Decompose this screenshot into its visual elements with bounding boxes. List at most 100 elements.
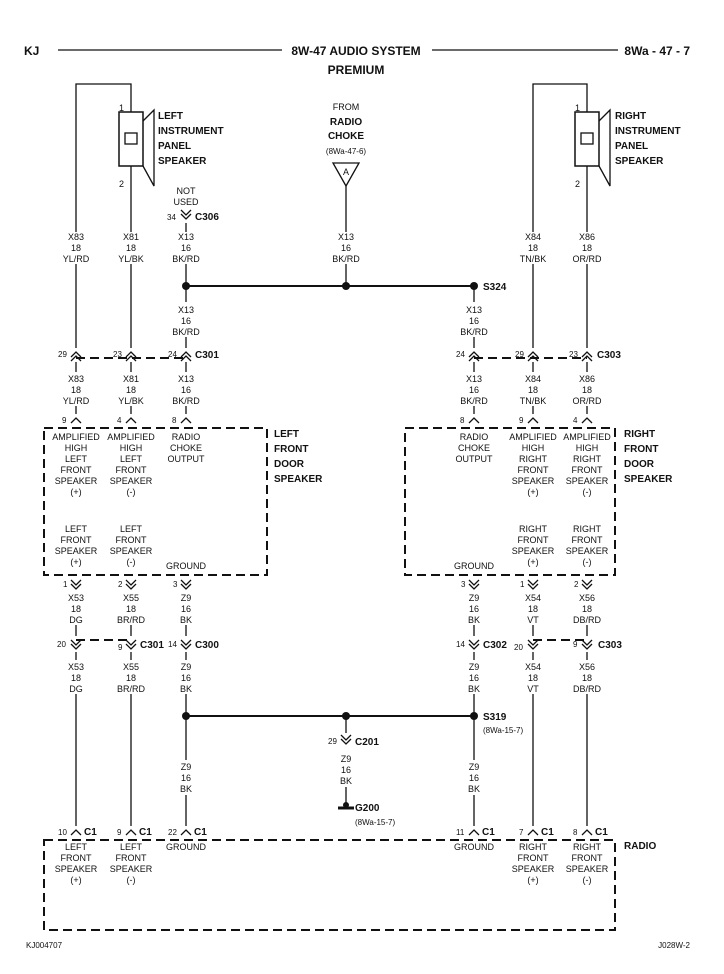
wire-x53-color: DG [69, 684, 83, 694]
right-ip-pin2: 2 [575, 179, 580, 189]
wire-x54-color: VT [527, 684, 539, 694]
wire-x81-id: X81 [123, 374, 139, 384]
pin-desc: SPEAKER [55, 476, 98, 486]
wire-x56-color: DB/RD [573, 684, 602, 694]
pin-desc: AMPLIFIED [52, 432, 100, 442]
pin-4: 4 [117, 416, 122, 425]
inline-connector-icon [527, 639, 539, 650]
pin-9: 9 [573, 640, 578, 649]
wire-z9-color: BK [468, 615, 480, 625]
pin-desc: (+) [527, 487, 538, 497]
wire-x13-color: BK/RD [172, 254, 200, 264]
pin-desc: AMPLIFIED [107, 432, 155, 442]
radio-box [43, 839, 616, 931]
pin-desc: SPEAKER [512, 476, 555, 486]
wire-x54-gauge: 18 [528, 604, 538, 614]
speaker-icon [142, 108, 155, 187]
wire-x83-id: X83 [68, 374, 84, 384]
wire-x81-color: YL/BK [118, 254, 144, 264]
pin-connector-icon [125, 829, 137, 836]
pin-desc: RIGHT [573, 454, 602, 464]
pin-desc: FRONT [518, 465, 549, 475]
pin-desc: RIGHT [519, 842, 548, 852]
c303-label: C303 [598, 640, 622, 651]
pin-desc: SPEAKER [512, 864, 555, 874]
wire-x83-id: X83 [68, 232, 84, 242]
wire-x83-gauge: 18 [71, 385, 81, 395]
pin-desc: SPEAKER [110, 546, 153, 556]
pin-desc: LEFT [120, 842, 143, 852]
wire-z9-gauge: 16 [469, 773, 479, 783]
inline-connector-icon [340, 734, 352, 745]
inline-connector-icon [125, 351, 137, 362]
page-title: 8W-47 AUDIO SYSTEM [291, 44, 420, 58]
s324-splice: S324 X13 16 BK/RD X13 16 BK/RD [172, 223, 507, 337]
pin-desc: FRONT [572, 853, 603, 863]
pin-20: 20 [514, 643, 523, 652]
wire-x13-color: BK/RD [460, 396, 488, 406]
lower-connectors: 20 9 C301 14 C300 14 C302 20 9 C303 [57, 639, 622, 660]
c306-label: C306 [195, 212, 219, 223]
left-ip-pin2: 2 [119, 179, 124, 189]
pin-8: 8 [172, 416, 177, 425]
pin-1: 1 [63, 580, 68, 589]
pin-23: 23 [569, 350, 578, 359]
pin-desc: (-) [127, 557, 136, 567]
wire-x13-color: BK/RD [172, 396, 200, 406]
c1-label: C1 [541, 827, 554, 838]
right-ip-label-3: PANEL [615, 141, 648, 152]
pin-9: 9 [519, 416, 524, 425]
pin-desc: HIGH [522, 443, 545, 453]
wire-x83-color: YL/RD [63, 254, 90, 264]
pin-desc: LEFT [65, 842, 88, 852]
wire-x84-color: TN/BK [520, 396, 547, 406]
s324-label: S324 [483, 282, 507, 293]
left-door-label-4: SPEAKER [274, 474, 323, 485]
wire-x13-color: BK/RD [460, 327, 488, 337]
c303-label: C303 [597, 350, 621, 361]
pin-8: 8 [573, 828, 578, 837]
wire-z9-color: BK [340, 776, 352, 786]
inline-connector-icon [70, 579, 82, 590]
speaker-icon [598, 108, 611, 187]
pin-desc: RIGHT [573, 842, 602, 852]
wire-x54-color: VT [527, 615, 539, 625]
wire-x56-gauge: 18 [582, 673, 592, 683]
pin-29: 29 [515, 350, 524, 359]
wire-x56-id: X56 [579, 662, 595, 672]
wire-x86-id: X86 [579, 374, 595, 384]
pin-desc: HIGH [65, 443, 88, 453]
pin-9: 9 [62, 416, 67, 425]
wire-x54-gauge: 18 [528, 673, 538, 683]
wire-x84-top [532, 83, 588, 232]
s319-splice: S319 (8Wa-15-7) 29 C201 Z9 16 BK G200 (8… [180, 694, 523, 827]
choke-triangle-icon [331, 162, 361, 188]
c301-label: C301 [140, 640, 164, 651]
pin-9: 9 [118, 643, 123, 652]
wire-x13-gauge: 16 [341, 243, 351, 253]
footer: KJ004707 J028W-2 [26, 941, 691, 950]
inline-connector-icon [527, 579, 539, 590]
pin-desc: (-) [583, 875, 592, 885]
inline-connector-icon [581, 579, 593, 590]
pin-desc: (-) [583, 557, 592, 567]
pin-3: 3 [173, 580, 178, 589]
left-door-label-3: DOOR [274, 459, 305, 470]
wire-x55-gauge: 18 [126, 673, 136, 683]
wire-x83-top [75, 83, 132, 232]
wire-x53-gauge: 18 [71, 604, 81, 614]
wire-x56-color: DB/RD [573, 615, 602, 625]
pin-desc: GROUND [454, 842, 494, 852]
wire-x81-id: X81 [123, 232, 139, 242]
inline-connector-icon [70, 639, 82, 650]
wire-x13-id: X13 [178, 232, 194, 242]
wire-x86-color: OR/RD [573, 254, 603, 264]
footer-right: J028W-2 [658, 941, 690, 950]
left-front-door-speaker: 9 4 8 LEFT FRONT DOOR SPEAKER AMPLIFIED … [43, 416, 323, 576]
inline-connector-icon [468, 579, 480, 590]
choke-ref: (8Wa-47-6) [326, 147, 366, 156]
right-door-label-2: FRONT [624, 444, 658, 455]
pin-desc: FRONT [518, 535, 549, 545]
right-ip-label-4: SPEAKER [615, 156, 664, 167]
g200-label: G200 [355, 803, 380, 814]
